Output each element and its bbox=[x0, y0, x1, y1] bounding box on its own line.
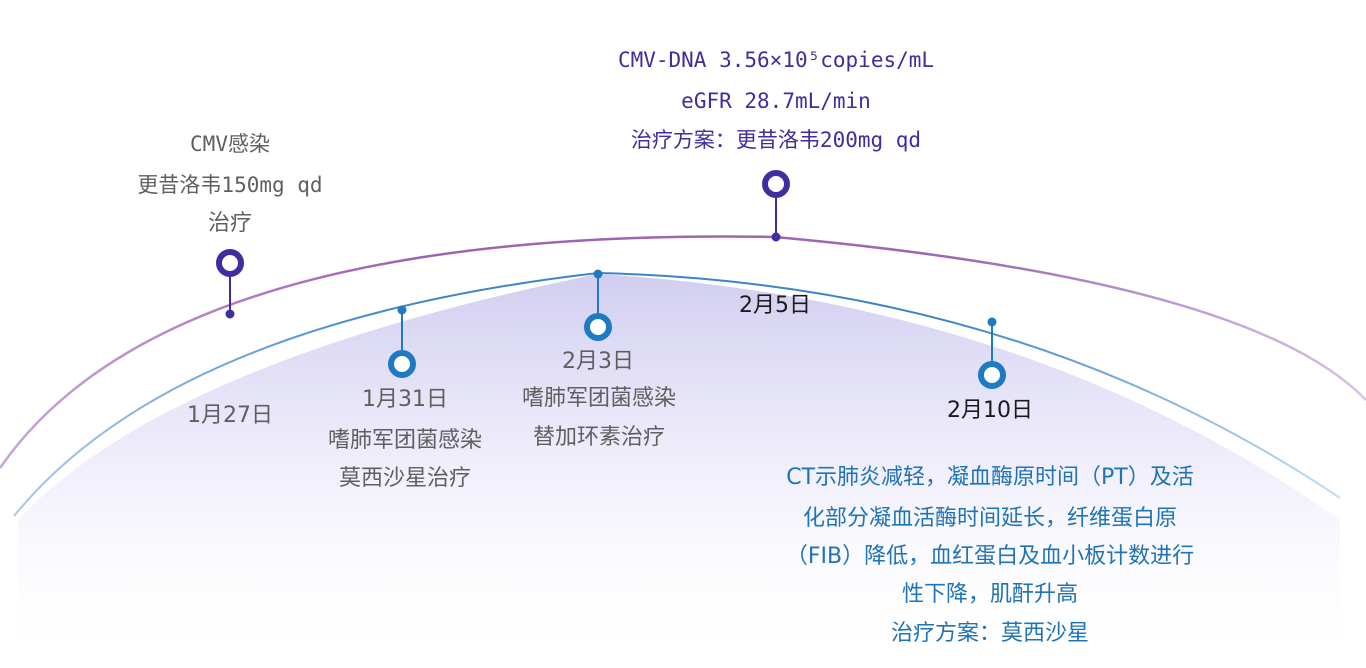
event-feb3-date: 2月3日 bbox=[562, 349, 634, 374]
event-feb10-line1: CT示肺炎减轻，凝血酶原时间（PT）及活 bbox=[786, 465, 1194, 490]
event-feb5-line3: 治疗方案：更昔洛韦200mg qd bbox=[630, 128, 922, 152]
arc-fill bbox=[18, 274, 1340, 668]
marker-jan27 bbox=[216, 249, 244, 319]
event-feb10-line4: 性下降，肌酐升高 bbox=[901, 582, 1078, 607]
marker-jan31 bbox=[388, 305, 416, 378]
event-feb3-line2: 替加环素治疗 bbox=[532, 425, 665, 450]
event-jan31-line2: 莫西沙星治疗 bbox=[338, 466, 471, 491]
event-feb10-line2: 化部分凝血活酶时间延长，纤维蛋白原 bbox=[802, 506, 1177, 531]
event-feb10-date: 2月10日 bbox=[947, 398, 1033, 423]
event-feb5-line1: CMV-DNA 3.56×10⁵copies/mL bbox=[617, 48, 935, 72]
event-jan27-line3: 治疗 bbox=[207, 211, 252, 236]
event-jan31-date: 1月31日 bbox=[362, 387, 448, 412]
event-feb10-line5: 治疗方案：莫西沙星 bbox=[890, 621, 1089, 646]
event-jan27-line1: CMV感染 bbox=[190, 132, 270, 156]
marker-feb5 bbox=[762, 170, 790, 242]
event-feb3-line1: 嗜肺军团菌感染 bbox=[521, 386, 676, 411]
event-jan27-line2: 更昔洛韦150mg qd bbox=[137, 173, 323, 197]
event-feb5-date: 2月5日 bbox=[739, 293, 811, 318]
event-jan27-date: 1月27日 bbox=[187, 403, 273, 428]
event-feb5-line2: eGFR 28.7mL/min bbox=[681, 89, 871, 113]
event-jan31-line1: 嗜肺军团菌感染 bbox=[327, 428, 482, 453]
outer-arc bbox=[0, 235, 1366, 469]
marker-feb10 bbox=[978, 317, 1006, 389]
event-feb10-line3: （FIB）降低，血红蛋白及血小板计数进行 bbox=[785, 544, 1195, 569]
inner-arc bbox=[13, 271, 1341, 517]
marker-feb3 bbox=[584, 269, 612, 341]
